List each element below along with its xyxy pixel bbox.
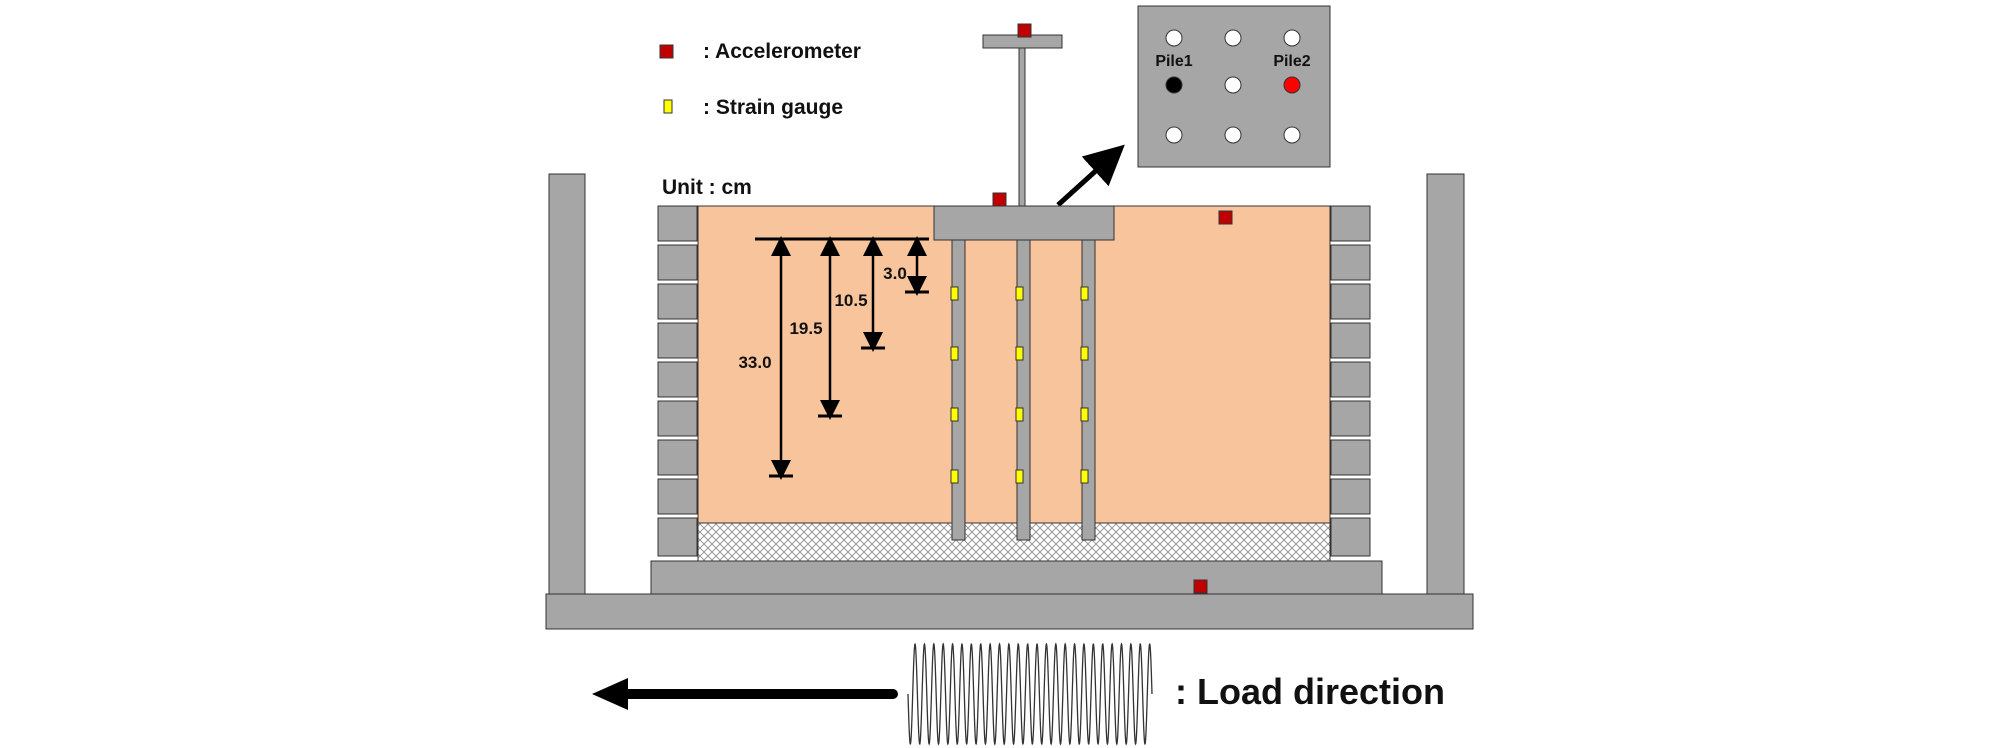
plan-pile-marker (1224, 29, 1242, 47)
pile-group (951, 237, 1096, 541)
strain-gauge (1015, 407, 1024, 422)
laminar-block (1330, 517, 1371, 557)
depth-label: 33.0 (738, 353, 771, 372)
strain-gauge (950, 407, 959, 422)
laminar-block (657, 205, 698, 242)
laminar-block (657, 322, 698, 359)
shaking-table-plate (650, 560, 1383, 595)
load-direction-arrowhead (592, 678, 628, 710)
laminar-block (1330, 439, 1371, 476)
rod-shaft (1018, 47, 1026, 207)
depth-label: 3.0 (883, 264, 907, 283)
laminar-block (1330, 205, 1371, 242)
depth-label: 10.5 (834, 291, 867, 310)
laminar-block (1330, 283, 1371, 320)
plan-pile1-label: Pile1 (1155, 53, 1192, 70)
strain-gauge (1015, 469, 1024, 484)
plan-pile2-label: Pile2 (1273, 53, 1310, 70)
plan-pile-marker (1224, 76, 1242, 94)
laminar-block (657, 478, 698, 515)
strain-gauge (1080, 286, 1089, 301)
base-accelerometer (1193, 579, 1208, 594)
pile (1081, 237, 1096, 541)
frame-base-plate (545, 593, 1474, 630)
laminar-block (1330, 322, 1371, 359)
frame-left-post (548, 173, 586, 595)
plan-pile-marker (1165, 29, 1183, 47)
pile-cap (933, 205, 1115, 241)
strain-gauge (1080, 407, 1089, 422)
depth-label: 19.5 (789, 319, 822, 338)
unit-label: Unit : cm (662, 176, 752, 199)
legend-strain-gauge-label: : Strain gauge (703, 96, 843, 119)
laminar-block (657, 244, 698, 281)
depth-dimensions: 3.0 10.5 19.5 33.0 (738, 236, 929, 480)
legend-accelerometer-icon (659, 44, 674, 59)
plan-pile-marker (1283, 29, 1301, 47)
strain-gauge (1080, 346, 1089, 361)
strain-gauge (950, 286, 959, 301)
soil-surface-accelerometer (1218, 210, 1233, 225)
cap-accelerometer (992, 192, 1007, 207)
laminar-block (1330, 400, 1371, 437)
pile (951, 237, 966, 541)
strain-gauge (950, 346, 959, 361)
strain-gauge (1015, 346, 1024, 361)
strain-gauge (1015, 286, 1024, 301)
plan-pile1-marker (1165, 76, 1183, 94)
frame-right-post (1426, 173, 1465, 595)
legend-accelerometer-label: : Accelerometer (703, 40, 861, 63)
laminar-block (1330, 361, 1371, 398)
plan-pile-marker (1165, 126, 1183, 144)
laminar-blocks-left (657, 205, 698, 557)
laminar-block (657, 400, 698, 437)
laminar-block (657, 517, 698, 557)
load-direction: : Load direction (592, 642, 1445, 746)
laminar-block (657, 361, 698, 398)
strain-gauges (950, 286, 1089, 484)
legend-strain-gauge-icon (663, 99, 673, 114)
load-direction-label: : Load direction (1175, 671, 1445, 712)
strain-gauge (950, 469, 959, 484)
legend: : Accelerometer : Strain gauge (659, 40, 861, 119)
loading-rod (982, 23, 1063, 207)
gravel-base-layer (697, 522, 1331, 562)
laminar-block (657, 439, 698, 476)
rod-accelerometer (1017, 23, 1032, 38)
laminar-blocks-right (1330, 205, 1371, 557)
inset-pointer-arrow (1056, 144, 1125, 207)
plan-pile2-marker (1283, 76, 1301, 94)
laminar-block (1330, 478, 1371, 515)
pile (1016, 237, 1031, 541)
pile-plan-inset: Pile1 Pile2 (1137, 5, 1331, 168)
spring-wave-icon (907, 642, 1153, 746)
laminar-block (657, 283, 698, 320)
plan-pile-marker (1283, 126, 1301, 144)
laminar-block (1330, 244, 1371, 281)
plan-pile-marker (1224, 126, 1242, 144)
strain-gauge (1080, 469, 1089, 484)
